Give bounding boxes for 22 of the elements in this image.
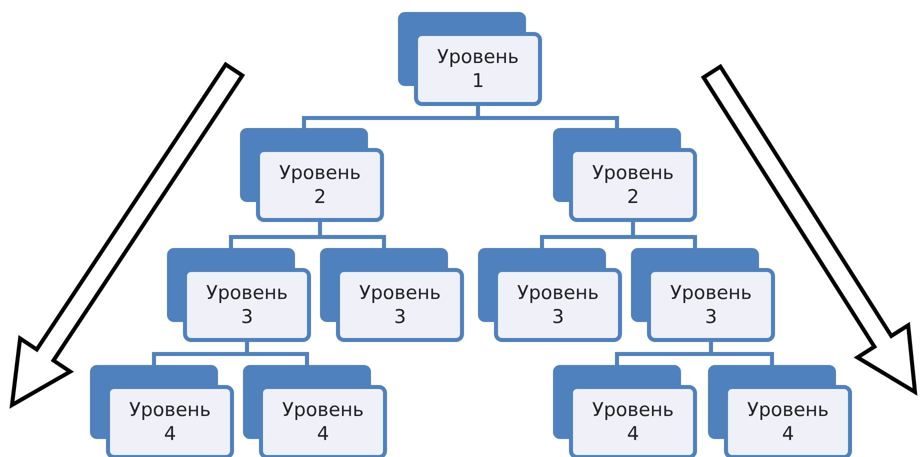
org-chart-node <box>167 248 311 342</box>
node-label: Уровень 3 <box>669 281 753 329</box>
org-chart-node <box>320 248 464 342</box>
node-label: Уровень 3 <box>358 281 442 329</box>
node-label: Уровень 2 <box>591 161 675 209</box>
node-label: Уровень 3 <box>516 281 600 329</box>
node-label: Уровень 3 <box>205 281 289 329</box>
node-label: Уровень 4 <box>746 398 830 446</box>
org-chart-node <box>631 248 775 342</box>
org-chart-node <box>90 365 234 457</box>
node-label: Уровень 4 <box>128 398 212 446</box>
org-chart-node <box>398 12 542 106</box>
node-label: Уровень 1 <box>436 45 520 93</box>
org-chart-node <box>553 365 697 457</box>
org-chart-node <box>243 365 387 457</box>
node-label: Уровень 4 <box>591 398 675 446</box>
node-label: Уровень 2 <box>278 161 362 209</box>
org-chart-node <box>708 365 852 457</box>
org-chart-node <box>478 248 622 342</box>
node-label: Уровень 4 <box>281 398 365 446</box>
org-chart-node <box>240 128 384 222</box>
org-chart-node <box>553 128 697 222</box>
